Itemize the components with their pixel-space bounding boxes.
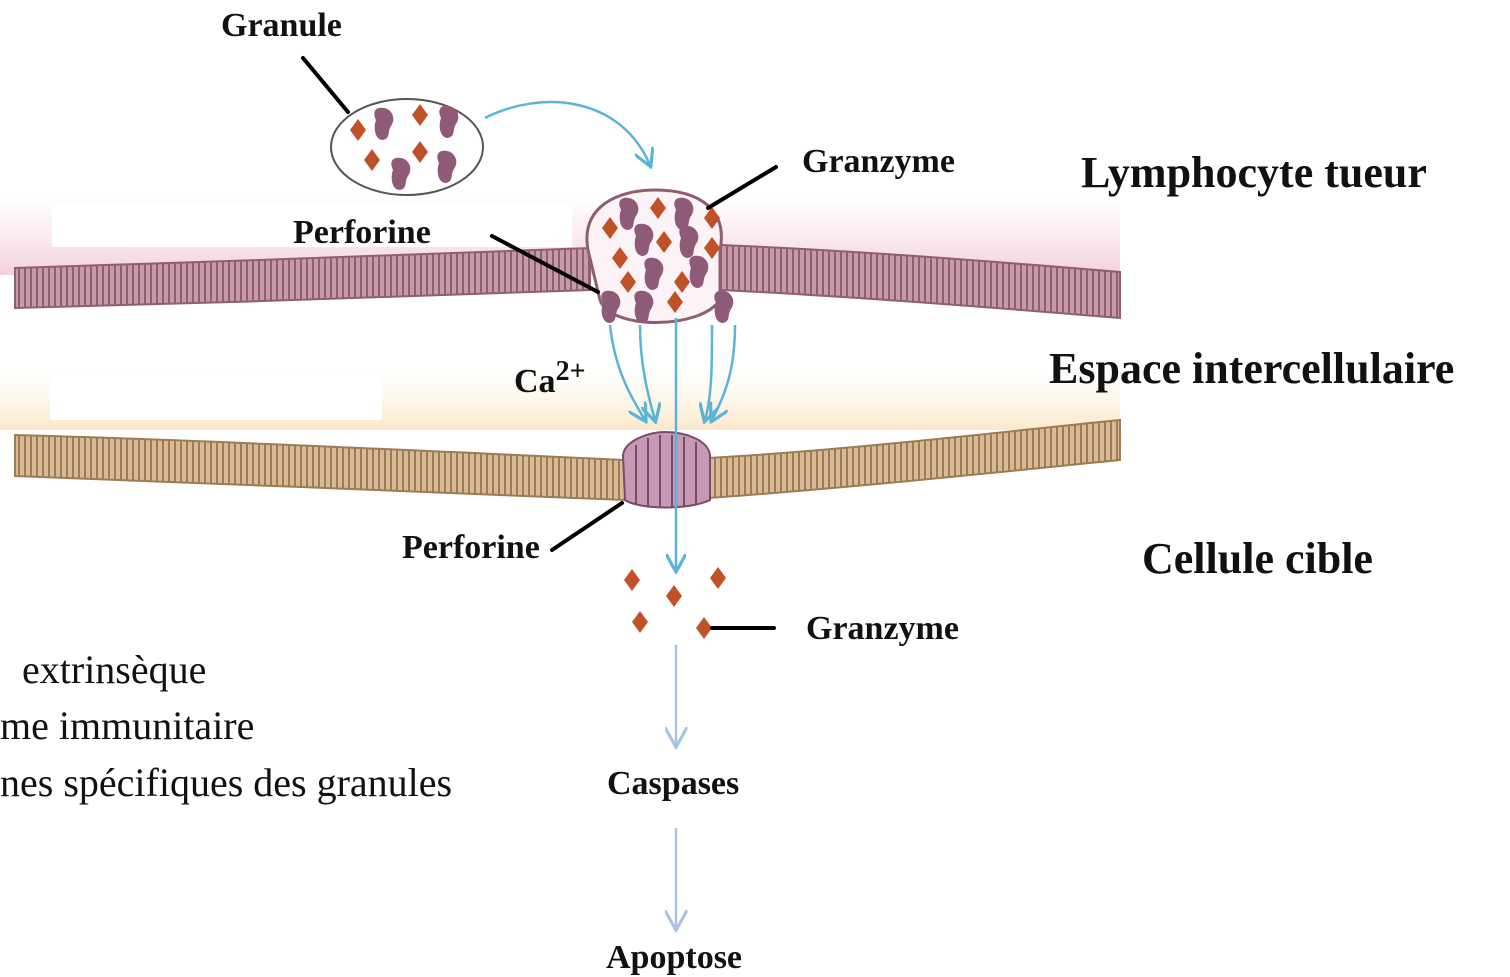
bg-text-line-2: me immunitaire [0,706,254,746]
ca-base: Ca [514,363,556,400]
target-membrane [15,420,1120,500]
granule-label: Granule [221,9,342,43]
ca-superscript: 2+ [556,356,586,387]
apoptose-label: Apoptose [606,941,742,975]
target-white-patch [50,375,382,420]
granule-leader [303,58,348,112]
region-killer-label: Lymphocyte tueur [1081,151,1427,195]
perforine-top-label: Perforine [293,216,431,250]
perforine-bottom-leader [552,503,622,550]
region-space-label: Espace intercellulaire [1049,347,1454,391]
perforine-bottom-label: Perforine [402,531,540,565]
granule-to-membrane-arrow [485,102,650,165]
granzyme-bottom-label: Granzyme [806,612,959,646]
perforin-pore [623,432,710,508]
ca2plus-label: Ca2+ [514,358,586,399]
granzyme-top-label: Granzyme [802,145,955,179]
bg-text-line-3: nes spécifiques des granules [0,763,452,803]
granule-vesicle [331,99,483,195]
bg-text-line-1: extrinsèque [22,650,206,690]
region-target-label: Cellule cible [1142,537,1373,581]
caspases-label: Caspases [607,767,739,801]
